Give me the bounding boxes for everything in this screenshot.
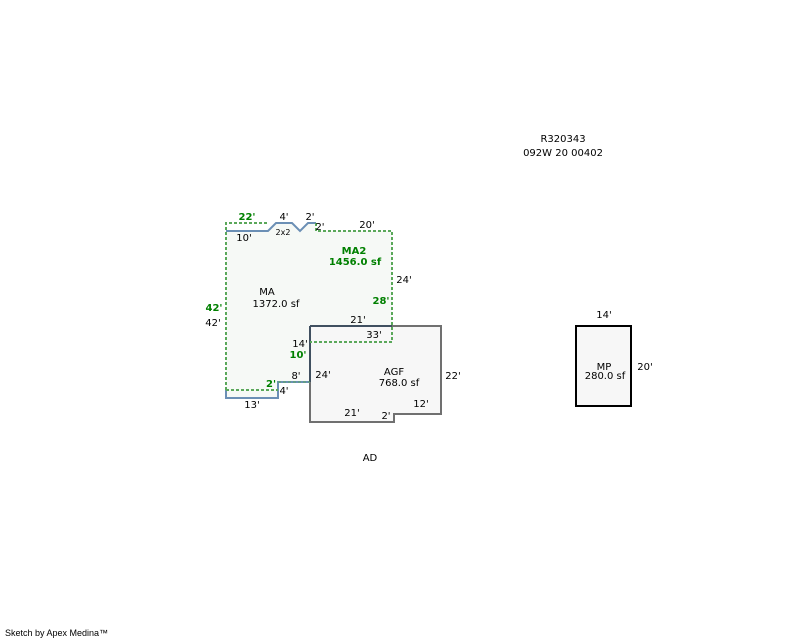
- dim-ma2-left: 42': [206, 303, 223, 314]
- dim-agf-bottom: 21': [344, 408, 359, 419]
- parcel-code: 092W 20 00402: [523, 148, 603, 159]
- dim-ma-notch: 4': [279, 386, 288, 397]
- dim-ma-bottom-right: 21': [350, 315, 365, 326]
- dim-ma-bottom: 13': [244, 400, 259, 411]
- dim-agf-top: 33': [366, 330, 381, 341]
- dim-ma-lower-step: 8': [291, 371, 300, 382]
- ma-label: MA: [259, 287, 275, 298]
- agf-area: 768.0 sf: [379, 378, 420, 389]
- dim-mp-top: 14': [596, 310, 611, 321]
- dim-ma2-lower-step: 2': [266, 379, 276, 390]
- mp-label: MP: [597, 362, 612, 373]
- ma-area: 1372.0 sf: [253, 299, 300, 310]
- parcel-id: R320343: [540, 134, 585, 145]
- agf-label: AGF: [384, 367, 404, 378]
- dim-bay-top: 4': [279, 212, 288, 223]
- dim-agf-notch: 2': [381, 411, 390, 422]
- mp-area: 280.0 sf: [585, 371, 626, 382]
- mp-shape[interactable]: [575, 325, 632, 407]
- dim-ma-left: 42': [205, 318, 220, 329]
- dim-agf-left: 24': [315, 370, 330, 381]
- ma-shape[interactable]: [226, 223, 392, 398]
- dim-ma2-right-lower: 28': [373, 296, 390, 307]
- dim-ma2-right-step: 10': [290, 350, 307, 361]
- ma2-outline[interactable]: [225, 222, 268, 390]
- ma2-label: MA2: [342, 246, 367, 257]
- agf-shape[interactable]: [309, 325, 442, 423]
- ma-outline: [226, 222, 316, 233]
- dim-ma2-top-left: 22': [239, 212, 256, 223]
- dim-ma2-right: 24': [396, 275, 411, 286]
- dim-ma2-top: 20': [359, 220, 374, 231]
- footer-credit: Sketch by Apex Medina™: [5, 628, 109, 638]
- ma2-outline-right: [310, 223, 393, 343]
- dim-mp-right: 20': [637, 362, 652, 373]
- dim-ma-right-step: 14': [292, 339, 307, 350]
- dim-ma-top-left: 10': [236, 233, 251, 244]
- dim-agf-bottom-right: 12': [413, 399, 428, 410]
- dim-bay-right: 2': [305, 212, 314, 223]
- dim-agf-right: 22': [445, 371, 460, 382]
- bay-label: 2x2: [276, 228, 291, 237]
- dim-step: 2': [315, 222, 324, 233]
- ad-label: AD: [363, 453, 378, 464]
- ma2-area: 1456.0 sf: [329, 257, 382, 268]
